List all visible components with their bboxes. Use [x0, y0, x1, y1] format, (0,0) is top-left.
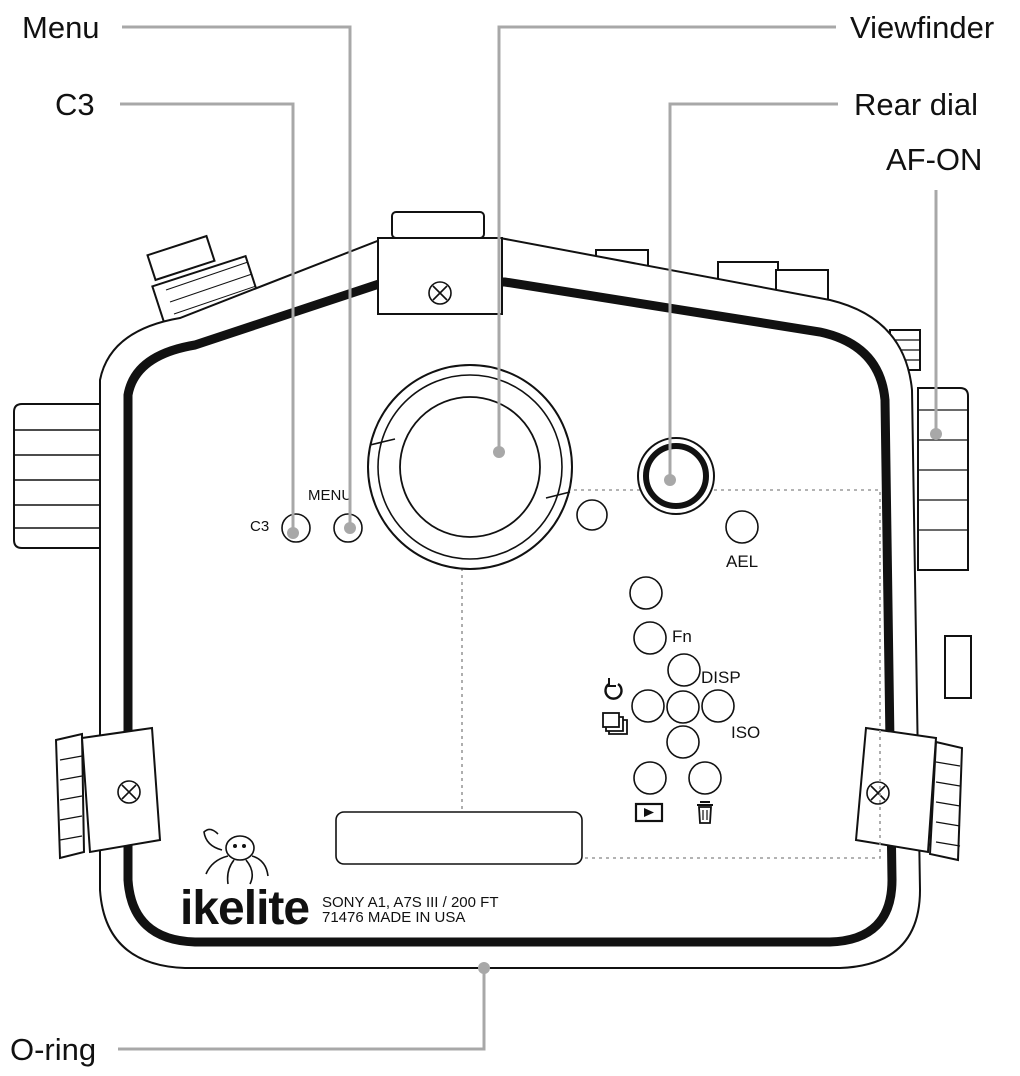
fn-button-label: Fn	[672, 627, 692, 646]
callout-rear-dial: Rear dial	[664, 87, 978, 486]
rear-dial[interactable]	[637, 437, 715, 515]
disp-label: DISP	[701, 668, 741, 687]
model-line: SONY A1, A7S III / 200 FT	[322, 894, 498, 911]
ael-button[interactable]	[725, 510, 759, 544]
delete-button[interactable]	[688, 761, 722, 795]
callout-c3: C3	[55, 87, 299, 539]
ael-button-label: AEL	[726, 552, 758, 571]
playback-icon	[634, 802, 664, 823]
self-timer-icon	[604, 678, 623, 700]
trash-icon	[697, 801, 713, 824]
callout-c3-label: C3	[55, 87, 95, 122]
label-plate	[335, 811, 583, 865]
callout-o-ring-label: O-ring	[10, 1032, 96, 1067]
menu-button-label: MENU	[308, 487, 352, 504]
part-line: 71476 MADE IN USA	[322, 909, 465, 926]
callout-rear-dial-label: Rear dial	[854, 87, 978, 122]
callout-o-ring: O-ring	[10, 962, 490, 1067]
left-latch	[54, 726, 162, 860]
viewfinder	[367, 364, 573, 570]
housing-body	[13, 211, 972, 969]
inner-gasket-line	[123, 277, 897, 947]
brand-logo-text: ikelite	[180, 882, 309, 935]
wheel-center-button[interactable]	[666, 690, 700, 724]
control-wheel[interactable]	[631, 653, 735, 759]
playback-button[interactable]	[633, 761, 667, 795]
fn-button[interactable]	[633, 621, 667, 655]
c3-button-label: C3	[250, 518, 269, 535]
c1-button[interactable]	[629, 576, 663, 610]
callout-af-on: AF-ON	[886, 142, 982, 440]
wheel-left-button[interactable]	[631, 689, 665, 723]
drive-mode-icon	[602, 712, 628, 735]
callout-menu-label: Menu	[22, 10, 100, 45]
wheel-up-button[interactable]	[667, 653, 701, 687]
wheel-down-button[interactable]	[666, 725, 700, 759]
iso-label: ISO	[731, 723, 760, 742]
octopus-logo-icon	[203, 828, 269, 885]
af-button[interactable]	[576, 499, 608, 531]
callout-menu: Menu	[22, 10, 356, 534]
wheel-right-button[interactable]	[701, 689, 735, 723]
callout-af-on-label: AF-ON	[886, 142, 982, 177]
top-latch	[377, 211, 503, 315]
callout-viewfinder-label: Viewfinder	[850, 10, 994, 45]
right-latch	[854, 726, 964, 862]
lcd-window-outline	[461, 489, 881, 859]
left-side-knob	[13, 403, 101, 549]
callout-viewfinder: Viewfinder	[493, 10, 994, 458]
